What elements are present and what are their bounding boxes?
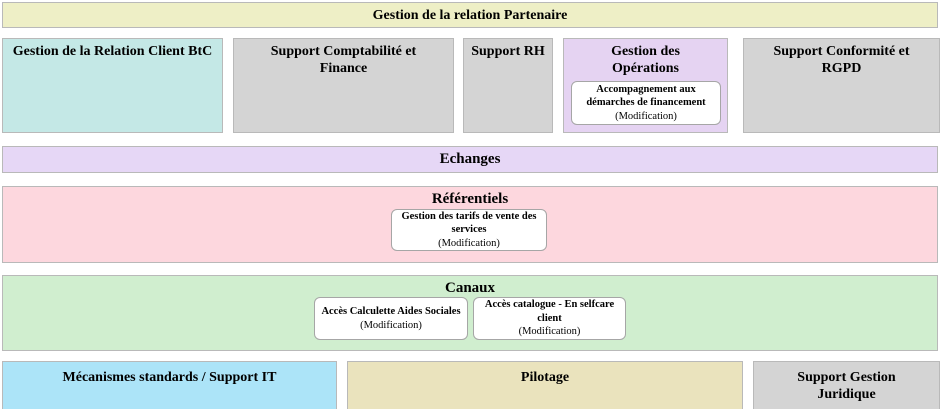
band-label: Référentiels	[431, 191, 509, 207]
card-status: (Modification)	[615, 110, 677, 122]
band-label: Echanges	[439, 151, 501, 167]
band-referentiels: Référentiels Gestion des tarifs de vente…	[2, 186, 938, 263]
domain-label: Gestion des Opérations	[611, 44, 680, 76]
band-label: Canaux	[444, 280, 496, 296]
card-title: Accès catalogue - En selfcare client	[484, 299, 615, 324]
card-title: Accompagnement aux démarches de financem…	[586, 83, 706, 109]
domain-gestion-des-operations: Gestion des Opérations Accompagnement au…	[563, 38, 728, 133]
band-gestion-relation-partenaire: Gestion de la relation Partenaire	[2, 2, 938, 28]
domain-support-comptabilite-finance: Support Comptabilité et Finance	[233, 38, 454, 133]
footer-label: Support Gestion Juridique	[797, 370, 896, 402]
domain-support-rh: Support RH	[463, 38, 553, 133]
card-accompagnement-financement: Accompagnement aux démarches de financem…	[571, 81, 721, 125]
card-status: (Modification)	[360, 319, 422, 331]
footer-label: Mécanismes standards / Support IT	[62, 370, 277, 385]
domain-support-conformite-rgpd: Support Conformité et RGPD	[743, 38, 940, 133]
domain-label: Gestion de la Relation Client BtC	[12, 44, 213, 59]
map-title: Gestion de la relation Partenaire	[372, 8, 568, 23]
footer-support-gestion-juridique: Support Gestion Juridique	[753, 361, 940, 409]
band-canaux: Canaux Accès Calculette Aides Sociales (…	[2, 275, 938, 351]
footer-label: Pilotage	[520, 370, 570, 385]
domain-label: Support Comptabilité et Finance	[270, 44, 417, 76]
domain-label: Support Conformité et RGPD	[773, 44, 910, 76]
card-acces-catalogue-selfcare-client: Accès catalogue - En selfcare client (Mo…	[473, 297, 626, 340]
card-gestion-tarifs-vente-services: Gestion des tarifs de vente des services…	[391, 209, 547, 251]
footer-pilotage: Pilotage	[347, 361, 743, 409]
card-title: Gestion des tarifs de vente des services	[401, 210, 537, 236]
band-echanges: Echanges	[2, 146, 938, 173]
card-acces-calculette-aides-sociales: Accès Calculette Aides Sociales (Modific…	[314, 297, 468, 340]
footer-mecanismes-standards-support-it: Mécanismes standards / Support IT	[2, 361, 337, 409]
card-status: (Modification)	[438, 237, 500, 249]
card-title: Accès Calculette Aides Sociales	[321, 306, 461, 318]
domain-gestion-relation-client-btc: Gestion de la Relation Client BtC	[2, 38, 223, 133]
card-status: (Modification)	[518, 326, 581, 338]
domain-label: Support RH	[471, 44, 545, 59]
